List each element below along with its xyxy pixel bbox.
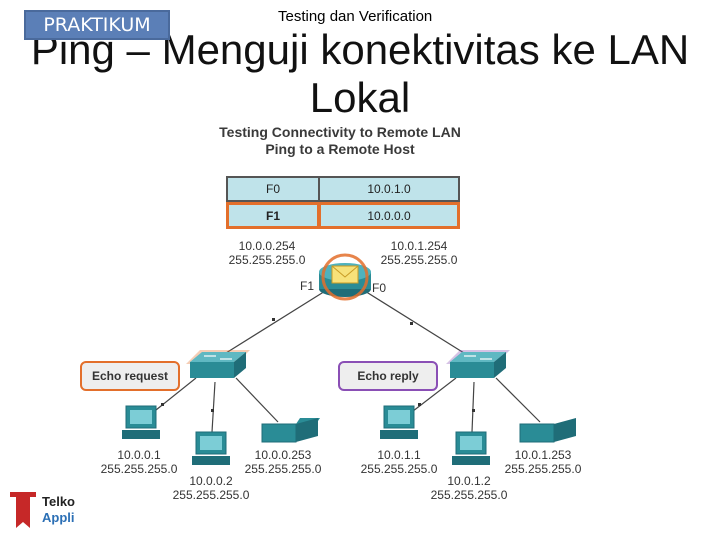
router-left-ip: 10.0.0.254 255.255.255.0 [212, 239, 322, 267]
link-marker [272, 318, 275, 321]
link-marker [410, 322, 413, 325]
host-r3-ip: 10.0.1.253 [514, 448, 572, 462]
link-router-switch-left [217, 287, 331, 359]
link-switch-host-r3 [495, 377, 541, 423]
host-r1-label: 10.0.1.1 255.255.255.0 [344, 448, 454, 476]
diagram-heading-2: Ping to a Remote Host [265, 141, 415, 157]
router-icon [319, 253, 371, 301]
praktikum-badge: PRAKTIKUM [24, 10, 170, 40]
pc-host-l1-icon [122, 405, 160, 439]
router-port-left-label: F1 [300, 279, 315, 293]
host-l3-label: 10.0.0.253 255.255.255.0 [228, 448, 338, 476]
pc-host-r1-icon [380, 405, 418, 439]
link-router-switch-right [359, 287, 473, 359]
telkom-logo-icon [10, 492, 36, 528]
host-r2-mask: 255.255.255.0 [430, 488, 508, 502]
host-r2-label: 10.0.1.2 255.255.255.0 [414, 474, 524, 502]
router-right-ip-addr: 10.0.1.254 [390, 239, 448, 253]
pc-host-l2-icon [192, 431, 230, 465]
routing-table-net-f0: 10.0.1.0 [318, 176, 460, 202]
host-r3-mask: 255.255.255.0 [504, 462, 582, 476]
echo-reply-label: Echo reply [338, 361, 438, 391]
logo-text-line-1: Telko [42, 494, 75, 509]
switch-left-icon [186, 350, 250, 378]
link-marker [211, 409, 214, 412]
router-left-mask: 255.255.255.0 [228, 253, 306, 267]
routing-table-iface-f0: F0 [226, 176, 320, 202]
link-marker [472, 409, 475, 412]
link-switch-host-l2 [211, 381, 216, 433]
laptop-host-l3-icon [261, 418, 320, 443]
diagram-heading: Testing Connectivity to Remote LAN Ping … [200, 124, 480, 158]
slide-title: Ping – Menguji konektivitas ke LAN Lokal [0, 26, 720, 122]
slide-subtitle: Testing dan Verification [278, 8, 433, 25]
link-marker [161, 403, 164, 406]
routing-table-net-f1: 10.0.0.0 [318, 202, 460, 229]
host-l2-ip: 10.0.0.2 [189, 474, 233, 488]
router-left-ip-addr: 10.0.0.254 [238, 239, 296, 253]
host-l3-mask: 255.255.255.0 [244, 462, 322, 476]
host-r2-ip: 10.0.1.2 [447, 474, 491, 488]
laptop-host-r3-icon [519, 418, 576, 443]
router-port-right-label: F0 [372, 281, 387, 295]
host-l2-mask: 255.255.255.0 [172, 488, 250, 502]
pc-host-r2-icon [452, 431, 490, 465]
echo-request-label: Echo request [80, 361, 180, 391]
router-right-ip: 10.0.1.254 255.255.255.0 [364, 239, 474, 267]
host-l1-ip: 10.0.0.1 [117, 448, 161, 462]
diagram-heading-1: Testing Connectivity to Remote LAN [219, 124, 461, 140]
link-marker [418, 403, 421, 406]
host-r1-mask: 255.255.255.0 [360, 462, 438, 476]
host-l3-ip: 10.0.0.253 [254, 448, 312, 462]
switch-right-icon [446, 350, 510, 378]
link-switch-host-l3 [235, 377, 279, 423]
host-l1-mask: 255.255.255.0 [100, 462, 178, 476]
link-switch-host-r2 [471, 381, 475, 433]
host-l1-label: 10.0.0.1 255.255.255.0 [84, 448, 194, 476]
title-line-2: Lokal [309, 74, 411, 121]
logo-text-line-2: Appli [42, 510, 75, 525]
host-r3-label: 10.0.1.253 255.255.255.0 [488, 448, 598, 476]
host-r1-ip: 10.0.1.1 [377, 448, 421, 462]
host-l2-label: 10.0.0.2 255.255.255.0 [156, 474, 266, 502]
router-right-mask: 255.255.255.0 [380, 253, 458, 267]
